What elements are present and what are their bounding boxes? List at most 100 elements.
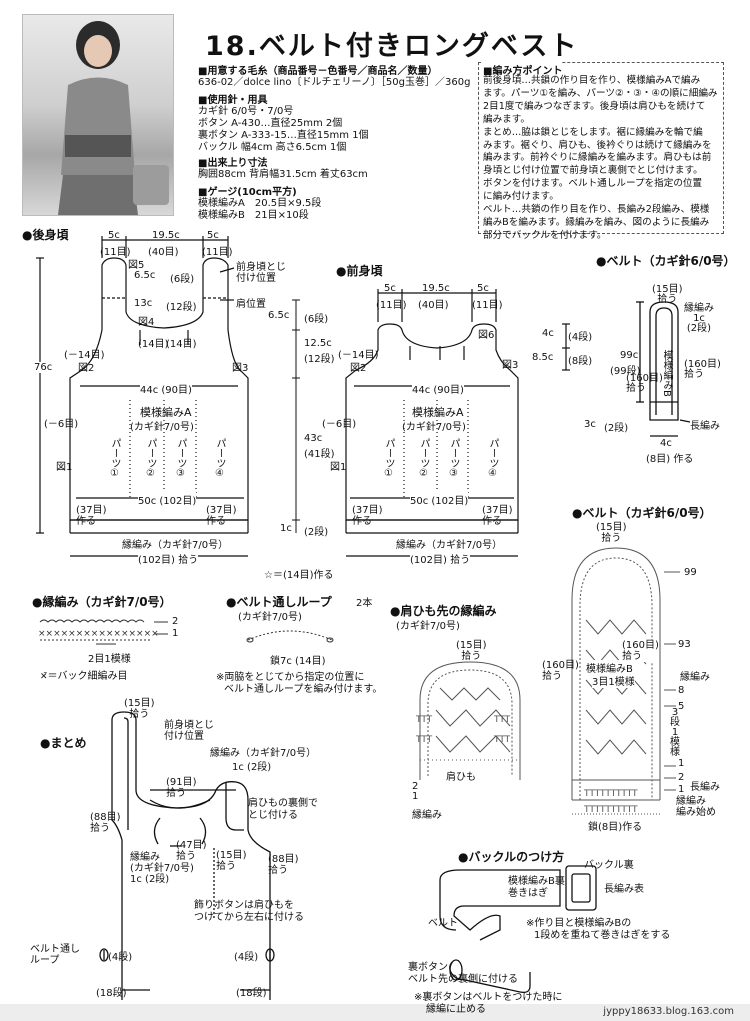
figure-label: 図2 — [350, 363, 367, 374]
dim-label: (37目) 作る — [206, 505, 237, 527]
edge-label: 縁編み（カギ針7/0号） — [396, 540, 503, 551]
model-figure — [58, 21, 169, 215]
row-label: 99 — [684, 567, 697, 578]
dim-label: (40目) — [418, 300, 449, 311]
tool-item: 裏ボタン A-333-15…直径15mm 1個 — [198, 130, 369, 141]
legend-label: ＝バック細編み目 — [47, 671, 128, 682]
part-label: パーツ④ — [487, 438, 498, 479]
dim-label: (－6目) — [44, 419, 79, 430]
svg-text:TTTTTTTTTT: TTTTTTTTTT — [583, 805, 638, 815]
belt-label: ベルト — [428, 918, 458, 929]
needle-label: (カギ針7/0号) — [238, 612, 302, 623]
finish-heading: ●まとめ — [40, 736, 87, 750]
dim-label: 19.5c — [422, 283, 450, 294]
dim-label: 44c (90目) — [140, 381, 192, 396]
points-heading: ■編み方ポイント — [483, 62, 563, 77]
row-label: 3 段 1 模 様 — [670, 707, 680, 758]
dim-label: 50c (102目) — [138, 492, 197, 507]
buckle-heading: ●バックルのつけ方 — [458, 850, 565, 864]
loop-note: ※両脇をとじてから指定の位置に — [216, 672, 365, 683]
dim-label: (102目) 拾う — [410, 551, 471, 566]
svg-text:××××××××××××××××: ×××××××××××××××× — [38, 629, 159, 639]
gauge-item: 模様編みA 20.5目×9.5段 — [198, 198, 322, 209]
dim-label: (－14目) — [64, 350, 105, 361]
dim-label: (88目) 拾う — [268, 854, 299, 876]
dim-label: 19.5c — [152, 230, 180, 241]
buckle-note: ※作り目と模様編みBの — [526, 918, 632, 929]
row-label: 2 1 — [412, 781, 419, 802]
back-heading: ●後身頃 — [22, 228, 69, 242]
svg-text:TTT: TTT — [493, 715, 511, 725]
pattern-label: 模様編みB — [586, 660, 633, 675]
points-line: ベルト…共鎖の作り目を作り、長編み2段編み、模様 — [483, 204, 710, 216]
part-label: パーツ③ — [448, 438, 459, 479]
row-label: 1 — [678, 784, 685, 795]
dim-label: 50c (102目) — [410, 492, 469, 507]
dim-label: (8目) 作る — [646, 454, 694, 465]
pattern-label: 模様編みA — [412, 406, 464, 419]
size-value: 胸囲88cm 背肩幅31.5cm 着丈63cm — [198, 169, 368, 180]
edge-label: 縁編み — [412, 810, 442, 821]
points-line: 編みます。 — [483, 113, 531, 125]
part-label: パーツ② — [145, 438, 156, 479]
needle-label: (カギ針7/0号) — [402, 422, 466, 433]
dim-label: 5c — [108, 230, 120, 241]
part-label: パーツ① — [383, 438, 394, 479]
yarn-value: 636-02／dolce lino〔ドルチェリーノ〕［50g玉巻］／360g — [198, 77, 471, 88]
points-body: 前後身頃…共鎖の作り目を作り、模様編みAで編み ます。パーツ①を編み、パーツ②・… — [483, 75, 721, 243]
row-label: 1 — [172, 628, 179, 639]
dim-label: (41段) — [304, 449, 335, 460]
dim-label: (11目) — [202, 247, 233, 258]
belt-heading: ●ベルト（カギ針6/0号） — [596, 254, 736, 268]
strap-back-label: 肩ひもの裏側で とじ付ける — [248, 798, 318, 821]
dim-label: (15目) 拾う — [652, 284, 683, 305]
dim-label: (2段) — [304, 527, 329, 538]
page-title: 18.ベルト付きロングベスト — [205, 31, 579, 62]
dim-label: (88目) 拾う — [90, 812, 121, 834]
dim-label: 44c (90目) — [412, 381, 464, 396]
points-line: 前後身頃…共鎖の作り目を作り、模様編みAで編み — [483, 75, 701, 86]
dim-label: (4段) — [234, 952, 259, 963]
strap-edge-heading: ●肩ひも先の縁編み — [390, 604, 497, 618]
pattern-label: 模様編みA — [140, 406, 192, 419]
dim-label: (6段) — [304, 314, 329, 325]
strap-label: 肩ひも — [446, 772, 476, 783]
row-label: 93 — [678, 639, 691, 650]
points-line: まとめ…脇は鎖とじをします。裾に縁編みを輪で編 — [483, 126, 703, 138]
figure-label: 図1 — [56, 462, 73, 473]
dim-label: 5c — [477, 283, 489, 294]
button-note: 飾りボタンは肩ひもを つけてから左右に付ける — [194, 900, 304, 923]
attach-label: 前身頃とじ 付け位置 — [236, 262, 286, 284]
dim-label: 43c — [304, 433, 323, 444]
edge-label: 縁編み（カギ針7/0号） — [210, 748, 317, 759]
points-line: 編みます。前衿ぐりに縁編みを編みます。肩ひもは前 — [483, 152, 712, 164]
height-label: 76c — [34, 362, 53, 373]
gauge-heading: ■ゲージ(10cm平方) — [198, 187, 297, 198]
dim-label: (18段) — [236, 988, 267, 999]
points-line: 部分でバックルを付けます。 — [483, 229, 607, 241]
dim-label: (160目) 拾う — [626, 373, 663, 394]
loop-count: 2本 — [356, 598, 373, 609]
star-note: ☆＝(14目)作る — [264, 570, 334, 581]
dim-label: 1c — [280, 523, 292, 534]
svg-text:TTT: TTT — [415, 735, 433, 745]
dim-label: 99c — [620, 350, 639, 361]
dim-label: (102目) 拾う — [138, 551, 199, 566]
dim-label: (99段) — [610, 366, 641, 377]
long-stitch-label: 長編み — [690, 421, 720, 432]
points-line: 編みBを編みます。縁編みを編み、図のように長編み — [483, 216, 710, 228]
yarn-heading: ■用意する毛糸（商品番号－色番号／商品名／数量） — [198, 66, 438, 77]
materials-block: ■用意する毛糸（商品番号－色番号／商品名／数量） 636-02／dolce li… — [198, 62, 478, 222]
dim-label: (8段) — [568, 356, 593, 367]
points-line: ます。パーツ①を編み、パーツ②・③・④の順に細編み — [483, 87, 718, 99]
gauge-item: 模様編みB 21目×10段 — [198, 210, 309, 221]
loop-note: ベルト通しループを編み付けます。 — [224, 684, 383, 695]
dim-label: (11目) — [100, 247, 131, 258]
chain-label: 鎖7c (14目) — [270, 656, 326, 667]
